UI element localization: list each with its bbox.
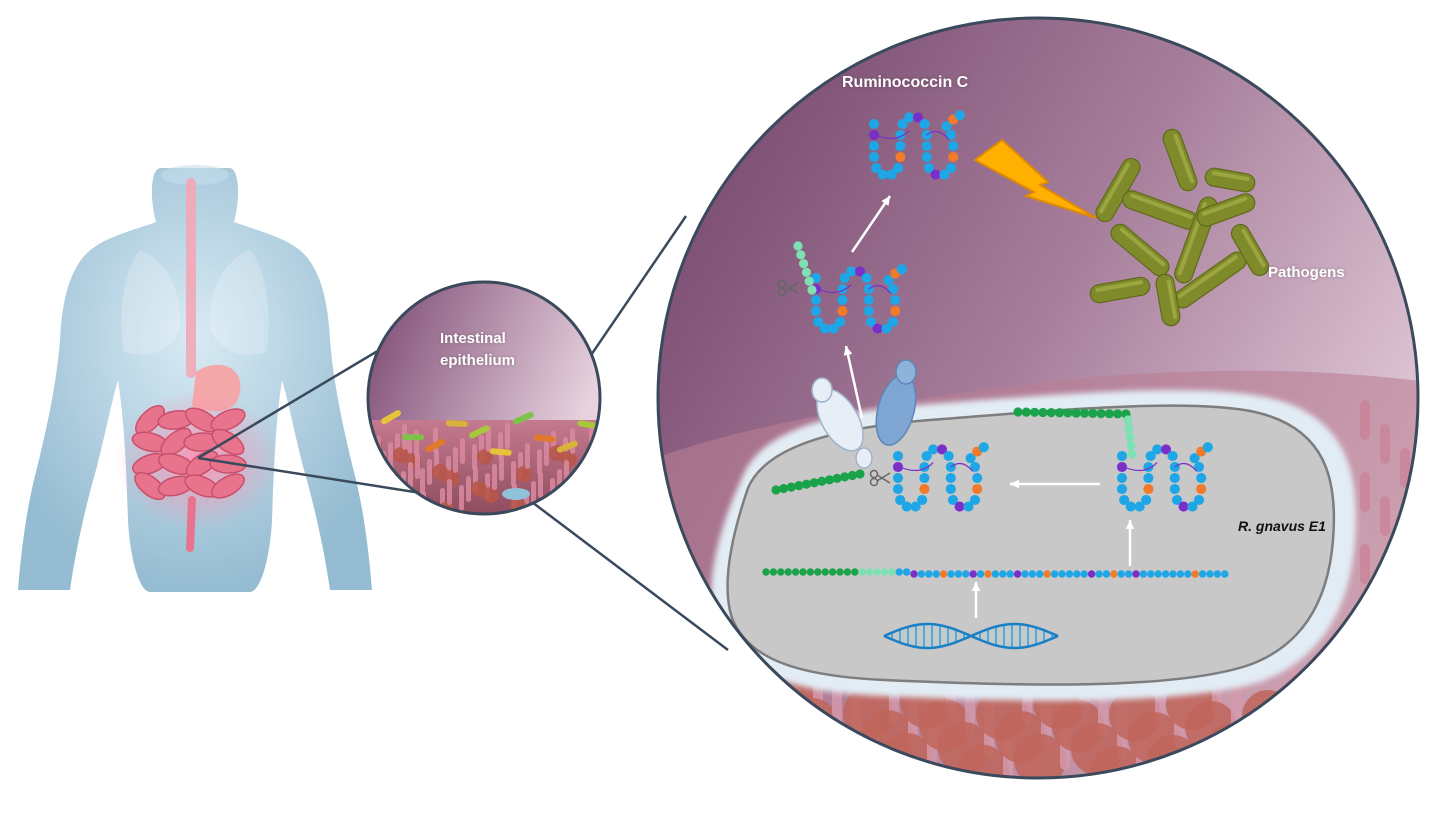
human-body-icon — [18, 165, 372, 592]
arrow-icon — [1010, 479, 1100, 489]
dna-helix-icon — [883, 622, 1059, 650]
rod-bacteria-icon — [1089, 128, 1270, 327]
bacterium-zoom-circle — [656, 16, 1420, 780]
intestine-icon — [131, 405, 247, 501]
strain-label: R. gnavus E1 — [1238, 518, 1326, 534]
arrow-icon — [843, 345, 864, 419]
intestinal-epithelium-label-line2: epithelium — [440, 352, 516, 369]
intestinal-epithelium-label-line1: Intestinal — [440, 330, 506, 347]
pathogens-label: Pathogens — [1268, 264, 1345, 281]
arrow-icon — [850, 195, 892, 253]
ruminococcin-label: Ruminococcin C — [842, 74, 969, 91]
scissors-icon — [777, 279, 799, 297]
lightning-icon — [973, 138, 1097, 219]
arrow-icon — [971, 582, 981, 618]
epithelium-zoom-circle — [366, 280, 602, 516]
arrow-icon — [1125, 520, 1135, 566]
transporter-protein-icon — [811, 359, 917, 469]
scissors-icon — [869, 469, 891, 487]
